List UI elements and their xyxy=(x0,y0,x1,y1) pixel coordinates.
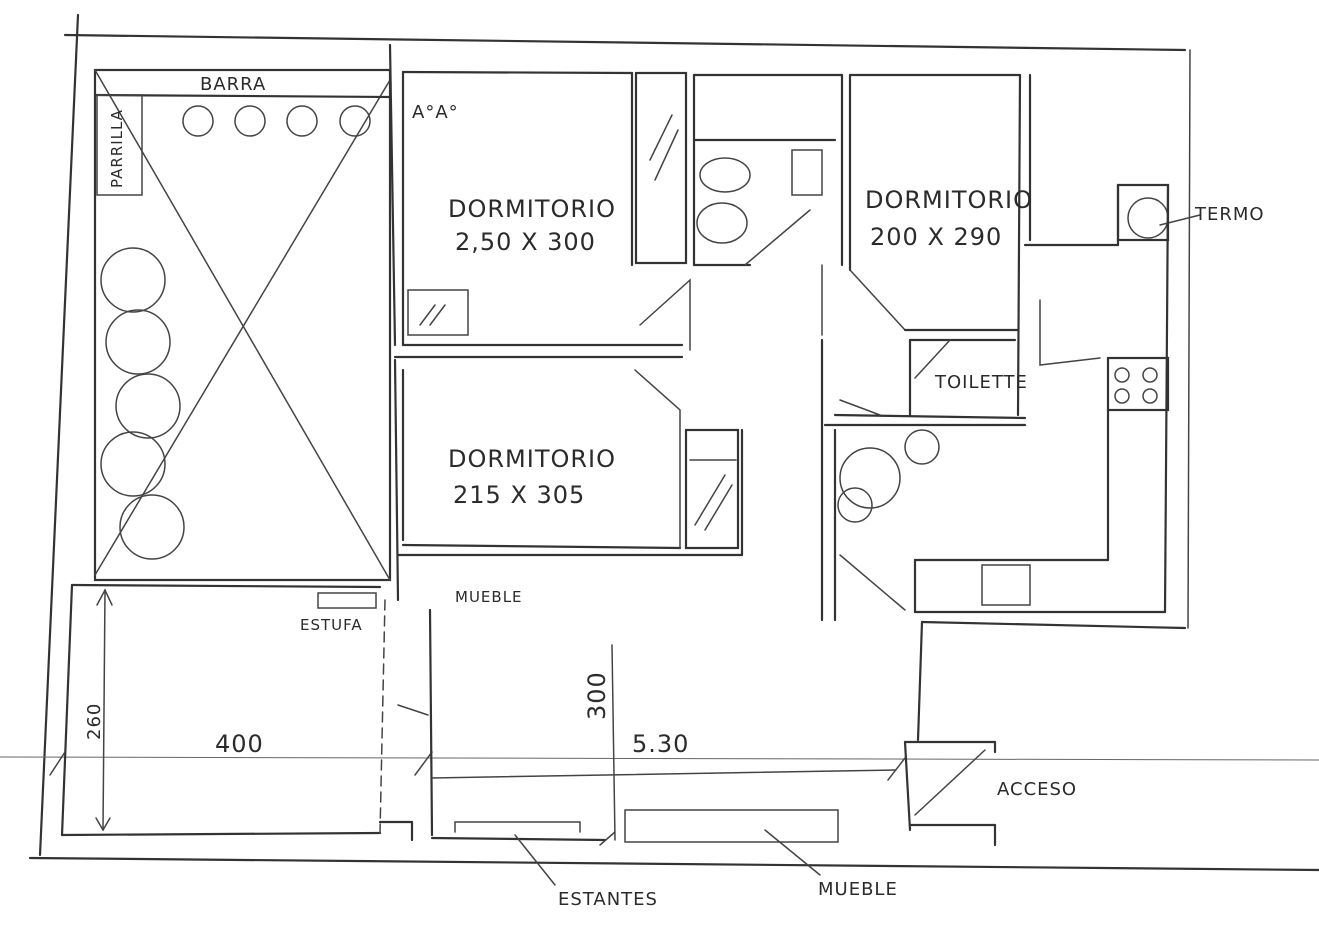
bottom-furniture xyxy=(378,608,906,886)
bedroom-2 xyxy=(393,358,744,602)
label-dim-300: 300 xyxy=(583,671,611,720)
label-dim-530: 5.30 xyxy=(632,730,689,758)
patio-area xyxy=(93,68,392,582)
label-termo: TERMO xyxy=(1194,204,1265,225)
label-estufa: ESTUFA xyxy=(300,616,363,634)
burner-icon xyxy=(1142,388,1158,404)
label-dormitorio-3: DORMITORIO xyxy=(865,186,1033,214)
stove-icon xyxy=(317,592,377,609)
entrance xyxy=(903,620,1187,847)
label-barra: BARRA xyxy=(200,74,266,95)
living-room xyxy=(49,583,433,837)
label-dormitorio-2: DORMITORIO xyxy=(448,445,616,473)
bar-stool-icon xyxy=(234,105,266,137)
label-dormitorio-1-dim: 2,50 X 300 xyxy=(455,228,596,256)
label-aa: A°A° xyxy=(412,102,459,123)
table-chair-icon xyxy=(119,494,185,560)
chair-icon xyxy=(904,429,940,465)
label-toilette: TOILETTE xyxy=(934,372,1028,393)
label-parrilla: PARRILLA xyxy=(108,109,126,188)
label-dim-260: 260 xyxy=(84,703,105,740)
table-chair-icon xyxy=(100,247,166,313)
sink-icon xyxy=(981,564,1031,606)
burner-icon xyxy=(1114,388,1130,404)
chair-icon xyxy=(837,487,873,523)
label-dormitorio-1: DORMITORIO xyxy=(448,195,616,223)
labels: BARRA PARRILLA A°A° DORMITORIO 2,50 X 30… xyxy=(84,74,1265,910)
kitchen xyxy=(837,183,1201,614)
toilet-icon xyxy=(696,202,748,244)
table-chair-icon xyxy=(115,373,181,439)
bar-stool-icon xyxy=(182,105,214,137)
toilette xyxy=(820,338,1027,622)
table-icon xyxy=(839,447,901,509)
sink-icon xyxy=(791,149,823,196)
closet-bathroom xyxy=(634,71,844,351)
table-chair-icon xyxy=(100,431,166,497)
bidet-icon xyxy=(699,157,751,193)
property-lines xyxy=(0,13,1319,872)
bedroom-3 xyxy=(848,73,1032,417)
label-estantes: ESTANTES xyxy=(558,889,658,910)
burner-icon xyxy=(1142,367,1158,383)
label-dormitorio-2-dim: 215 X 305 xyxy=(453,481,585,509)
label-dormitorio-3-dim: 200 X 290 xyxy=(870,223,1002,251)
label-dim-400: 400 xyxy=(215,730,264,758)
bar-stool-icon xyxy=(339,105,371,137)
label-acceso: ACCESO xyxy=(997,779,1077,800)
label-mueble-top: MUEBLE xyxy=(455,588,523,606)
water-heater-icon xyxy=(1127,197,1169,239)
bar-stool-icon xyxy=(286,105,318,137)
table-chair-icon xyxy=(105,309,171,375)
label-mueble-bottom: MUEBLE xyxy=(818,879,898,900)
burner-icon xyxy=(1114,367,1130,383)
bedroom-1 xyxy=(388,43,684,359)
